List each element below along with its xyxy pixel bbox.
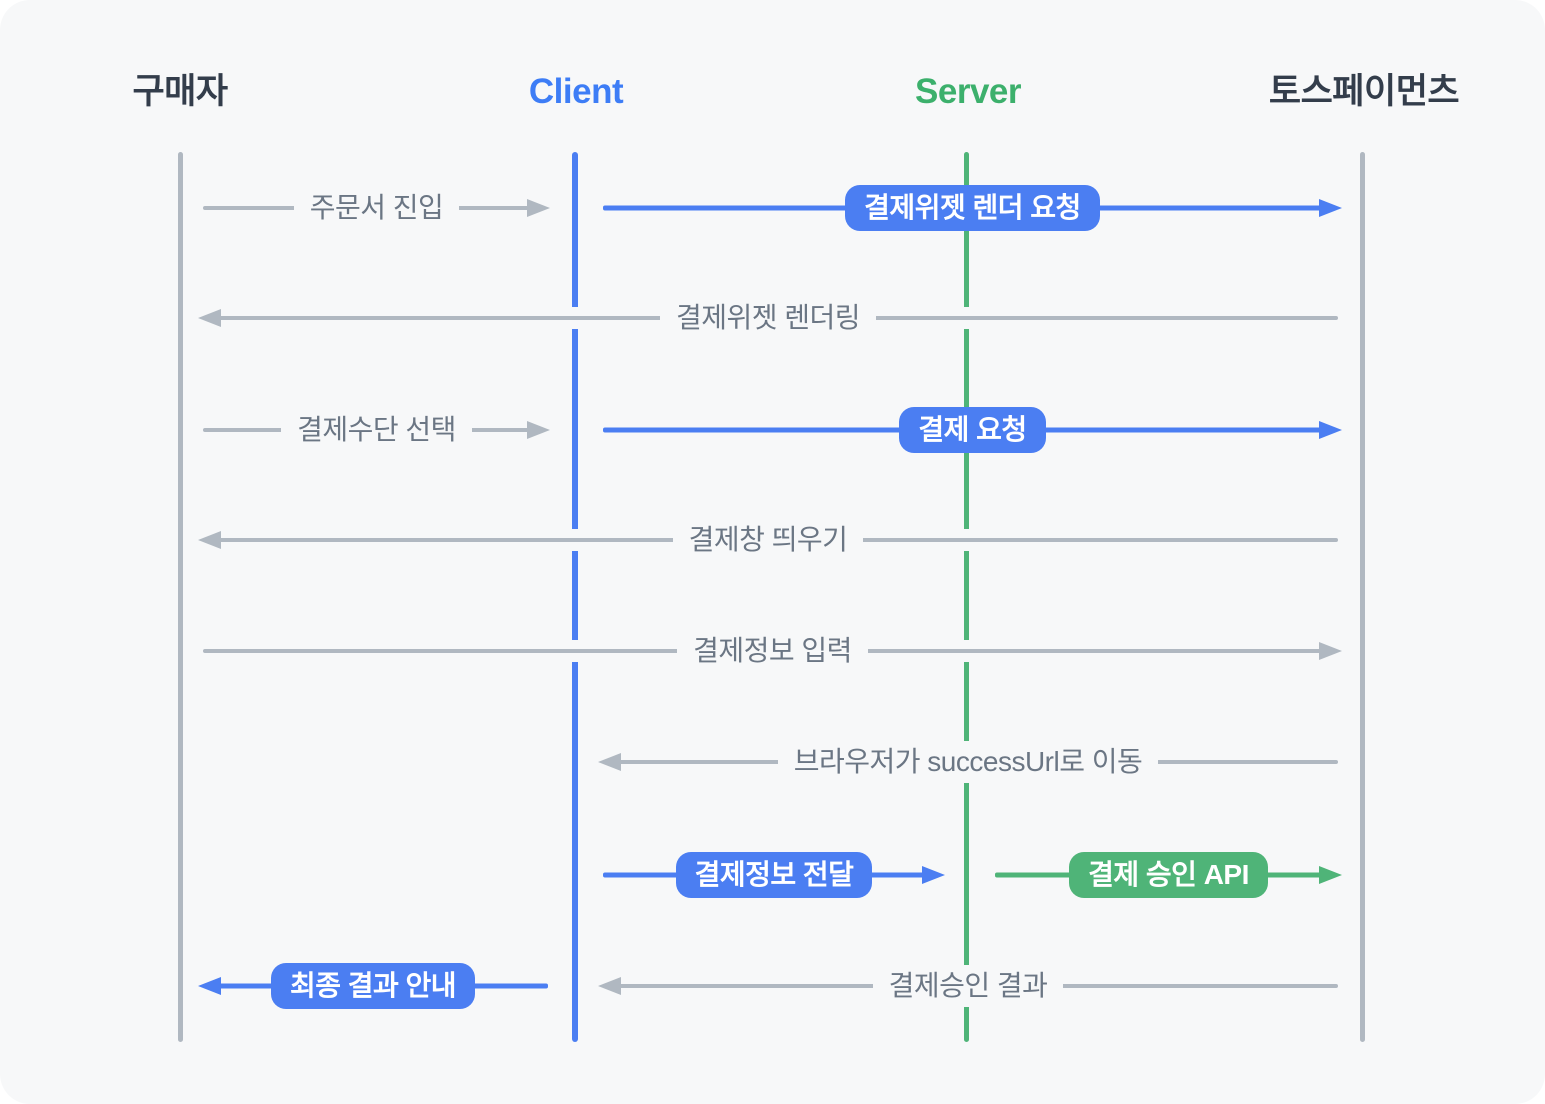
message-payment-confirm-result: 결제승인 결과 [598, 965, 1338, 1007]
message-label: 주문서 진입 [293, 187, 460, 229]
arrowhead-left-icon [198, 977, 221, 995]
arrowhead-right-icon [1319, 866, 1342, 884]
message-badge: 결제위젯 렌더 요청 [845, 185, 1100, 231]
message-badge: 결제정보 전달 [675, 852, 873, 898]
arrowhead-left-icon [198, 531, 221, 549]
message-label: 결제승인 결과 [872, 965, 1064, 1007]
arrowhead-right-icon [1319, 199, 1342, 217]
message-label: 결제정보 입력 [677, 630, 868, 672]
arrowhead-right-icon [1319, 421, 1342, 439]
arrowhead-right-icon [527, 199, 550, 217]
arrowhead-left-icon [598, 753, 621, 771]
message-label: 브라우저가 successUrl로 이동 [777, 741, 1159, 783]
message-badge: 결제 요청 [899, 407, 1046, 453]
message-badge: 최종 결과 안내 [270, 963, 476, 1009]
message-label: 결제창 띄우기 [672, 519, 864, 561]
arrowhead-right-icon [527, 421, 550, 439]
lifeline-buyer [178, 152, 183, 1042]
message-payment-method-select: 결제수단 선택 [203, 409, 550, 451]
message-label: 결제위젯 렌더링 [659, 297, 877, 339]
arrowhead-right-icon [922, 866, 945, 884]
message-browser-successurl-redirect: 브라우저가 successUrl로 이동 [598, 741, 1338, 783]
actor-label-server: Server [915, 72, 1021, 111]
message-payment-confirm-api: 결제 승인 API [995, 852, 1342, 898]
message-badge: 결제 승인 API [1069, 852, 1268, 898]
actor-label-client: Client [528, 72, 624, 111]
message-order-entry: 주문서 진입 [203, 187, 550, 229]
lifeline-tosspayments [1360, 152, 1365, 1042]
message-widget-render-request: 결제위젯 렌더 요청 [603, 185, 1342, 231]
message-label: 결제수단 선택 [281, 409, 472, 451]
message-payment-window-open: 결제창 띄우기 [198, 519, 1338, 561]
message-payment-info-input: 결제정보 입력 [203, 630, 1342, 672]
lifeline-server [964, 152, 969, 1042]
message-final-result-notice: 최종 결과 안내 [198, 963, 548, 1009]
message-widget-rendering: 결제위젯 렌더링 [198, 297, 1338, 339]
arrowhead-right-icon [1319, 642, 1342, 660]
message-payment-request: 결제 요청 [603, 407, 1342, 453]
actor-label-buyer: 구매자 [132, 72, 228, 111]
actor-label-tosspayments: 토스페이먼츠 [1268, 72, 1460, 111]
arrowhead-left-icon [198, 309, 221, 327]
lifeline-client [572, 152, 578, 1042]
arrowhead-left-icon [598, 977, 621, 995]
message-payment-info-forward: 결제정보 전달 [603, 852, 945, 898]
